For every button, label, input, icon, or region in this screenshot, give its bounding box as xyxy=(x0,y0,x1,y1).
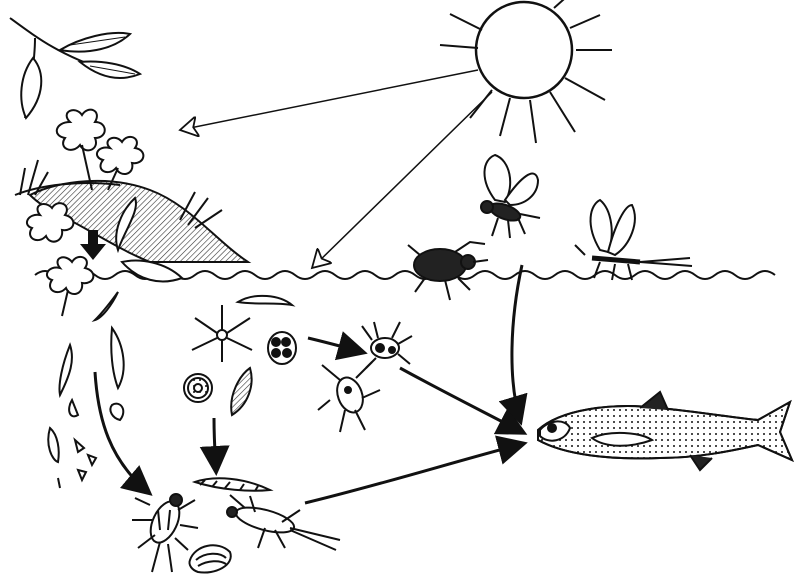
rotifer-icon xyxy=(362,322,412,368)
aquatic-insect-larvae-icon xyxy=(132,478,340,572)
stonefly-nymph-icon xyxy=(132,494,198,572)
water-beetle-icon xyxy=(408,242,488,300)
algae-diatoms-icon xyxy=(184,296,296,415)
sun-to-water-arrow xyxy=(312,92,492,268)
zooplankton-to-fish-arrow xyxy=(400,368,522,432)
colony-algae-icon xyxy=(268,332,296,364)
round-diatom-icon xyxy=(184,374,212,402)
star-diatom-icon xyxy=(192,305,252,362)
adult-mayfly-icon xyxy=(575,200,692,280)
pennate-diatom-icon xyxy=(231,368,251,415)
sun-to-land-plants-arrow xyxy=(180,70,478,130)
crescent-diatom-icon xyxy=(238,296,292,305)
copepod-icon xyxy=(318,362,380,432)
zooplankton-icon xyxy=(318,322,412,432)
stream-bank xyxy=(15,110,248,262)
caddis-larva-icon xyxy=(195,478,270,491)
leaf-detritus-icon xyxy=(48,292,123,488)
algae-to-zooplankton-arrow xyxy=(308,338,362,352)
algae-to-larvae-arrow xyxy=(214,418,216,470)
adult-caddisfly-icon xyxy=(481,155,540,238)
mayfly-nymph-icon xyxy=(227,495,340,550)
tree-leaves-icon xyxy=(10,18,140,118)
clam-icon xyxy=(189,545,230,572)
surface-insects-to-fish-arrow xyxy=(512,265,522,420)
trout-icon xyxy=(538,392,792,470)
larvae-to-fish-arrow xyxy=(305,444,522,503)
floating-leaves-icon xyxy=(47,257,182,316)
detritus-to-larvae-arrow xyxy=(95,372,148,492)
sun-icon xyxy=(440,0,612,143)
